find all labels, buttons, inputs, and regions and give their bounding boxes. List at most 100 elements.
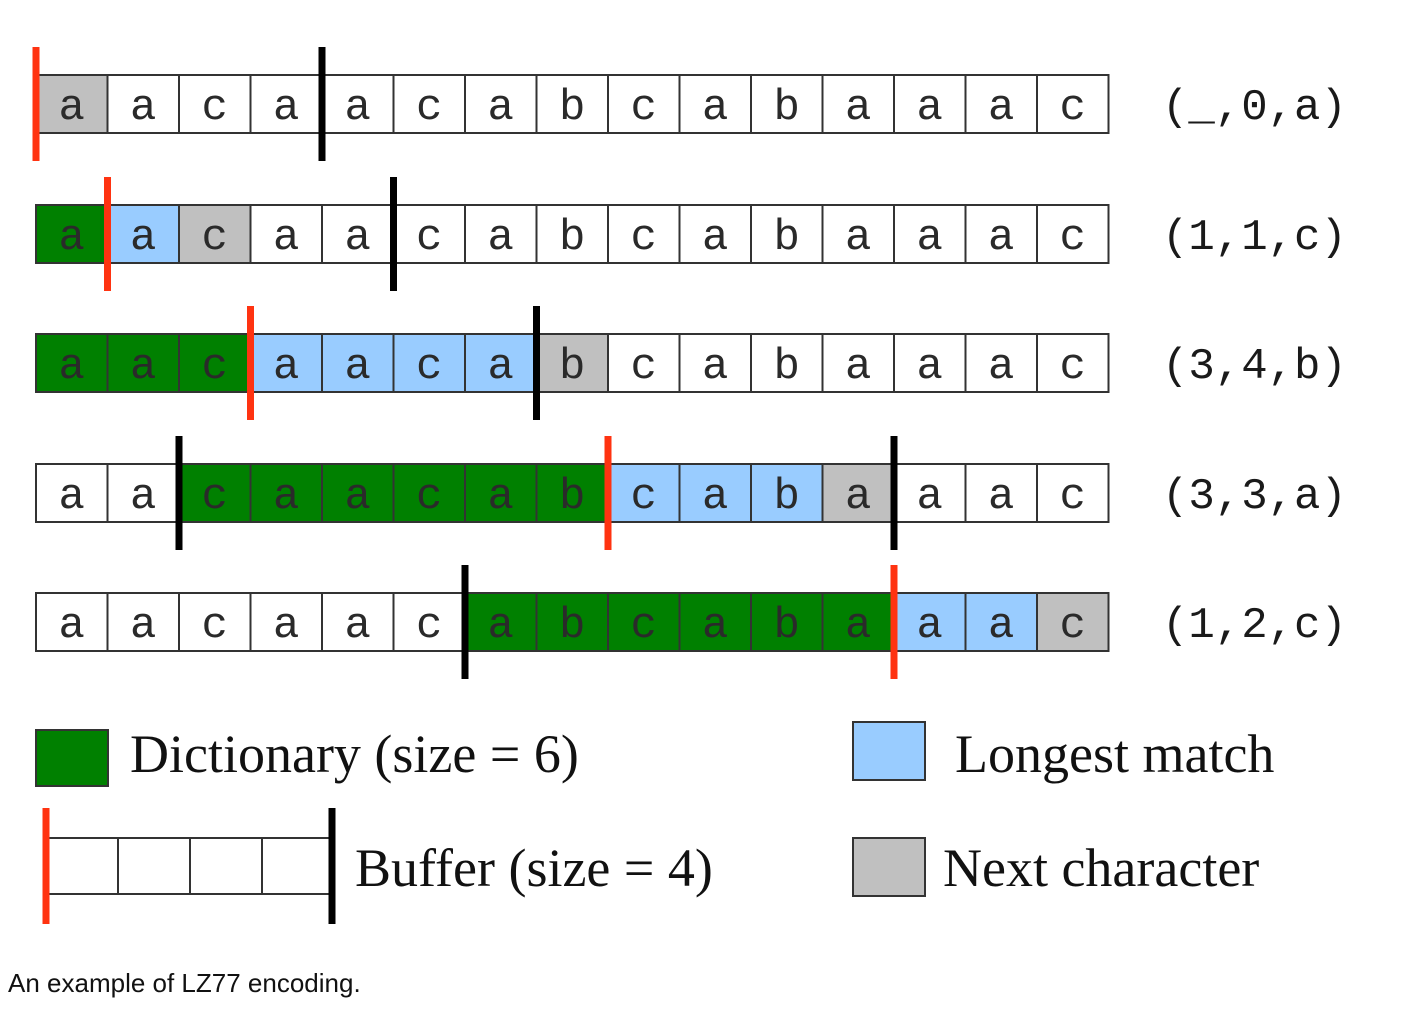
legend-longest-match: Longest match (852, 721, 1274, 784)
char-label: a (845, 472, 871, 522)
char-cell (321, 333, 395, 393)
figure-caption: An example of LZ77 encoding. (8, 968, 361, 998)
longest-match-swatch (852, 721, 926, 781)
char-cell (964, 333, 1038, 393)
legend-next-character-label: Next character (943, 838, 1259, 898)
char-label: c (1060, 83, 1086, 133)
legend-longest-match-label: Longest match (955, 724, 1274, 784)
legend: Dictionary (size = 6) Longest match Buff… (35, 721, 1274, 924)
char-label: c (1060, 342, 1086, 392)
char-label: b (559, 83, 585, 133)
char-cell (607, 74, 681, 134)
char-label: a (988, 213, 1014, 263)
char-cell (893, 74, 967, 134)
char-cell (535, 333, 609, 393)
legend-dictionary: Dictionary (size = 6) (35, 724, 579, 787)
char-cell (392, 74, 466, 134)
char-label: a (345, 601, 371, 651)
char-cell (607, 333, 681, 393)
char-label: a (845, 213, 871, 263)
char-cell (607, 204, 681, 264)
char-cell (1036, 204, 1110, 264)
char-label: a (273, 213, 299, 263)
char-label: a (59, 342, 85, 392)
char-label: a (988, 472, 1014, 522)
char-cell (821, 74, 895, 134)
char-cell (750, 204, 824, 264)
char-cell (464, 74, 538, 134)
char-label: b (559, 213, 585, 263)
buffer-swatch-cell (45, 837, 119, 895)
char-label: a (488, 601, 514, 651)
char-label: a (917, 83, 943, 133)
char-label: a (702, 472, 728, 522)
char-label: a (702, 83, 728, 133)
char-label: a (917, 213, 943, 263)
char-cell (1036, 74, 1110, 134)
char-cell (964, 74, 1038, 134)
char-cell (464, 463, 538, 523)
legend-buffer: Buffer (size = 4) (42, 808, 713, 924)
char-cell (35, 204, 109, 264)
char-label: a (702, 213, 728, 263)
char-label: a (488, 83, 514, 133)
char-label: b (774, 342, 800, 392)
char-label: a (130, 213, 156, 263)
char-label: b (774, 213, 800, 263)
char-label: a (702, 601, 728, 651)
char-label: a (702, 342, 728, 392)
char-cell (893, 592, 967, 652)
char-label: c (631, 472, 657, 522)
char-cell (821, 592, 895, 652)
char-cell (893, 333, 967, 393)
output-tuple: (_,0,a) (1162, 83, 1347, 133)
char-label: a (845, 342, 871, 392)
char-cell (607, 592, 681, 652)
legend-next-character: Next character (852, 837, 1259, 898)
char-label: c (1060, 601, 1086, 651)
char-label: c (202, 83, 228, 133)
char-label: c (416, 601, 442, 651)
char-cell (249, 463, 323, 523)
output-tuple: (3,3,a) (1162, 472, 1347, 522)
char-label: b (559, 601, 585, 651)
char-cell (821, 204, 895, 264)
char-cell (464, 333, 538, 393)
char-cell (964, 592, 1038, 652)
char-label: c (416, 83, 442, 133)
char-label: b (774, 472, 800, 522)
char-cell (106, 463, 180, 523)
dictionary-swatch (35, 729, 109, 787)
char-label: c (416, 472, 442, 522)
char-label: a (59, 213, 85, 263)
char-cell (535, 74, 609, 134)
buffer-swatch-cell (117, 837, 191, 895)
char-label: a (273, 601, 299, 651)
char-label: a (988, 601, 1014, 651)
char-label: c (416, 342, 442, 392)
char-label: b (774, 83, 800, 133)
char-label: a (345, 213, 371, 263)
char-label: a (488, 472, 514, 522)
char-label: a (273, 472, 299, 522)
char-label: b (774, 601, 800, 651)
buffer-swatch-cell (261, 837, 333, 895)
char-cell (1036, 333, 1110, 393)
char-label: c (631, 83, 657, 133)
char-cell (178, 592, 252, 652)
char-label: a (917, 472, 943, 522)
buffer-swatch-cell (189, 837, 263, 895)
legend-buffer-label: Buffer (size = 4) (355, 838, 713, 898)
char-cell (535, 592, 609, 652)
char-cell (321, 204, 395, 264)
char-label: a (59, 472, 85, 522)
char-label: c (1060, 472, 1086, 522)
char-cell (821, 333, 895, 393)
char-label: c (202, 472, 228, 522)
char-cell (1036, 463, 1110, 523)
output-tuple: (1,2,c) (1162, 601, 1347, 651)
output-tuple: (3,4,b) (1162, 342, 1347, 392)
char-label: a (988, 83, 1014, 133)
char-cell (535, 204, 609, 264)
